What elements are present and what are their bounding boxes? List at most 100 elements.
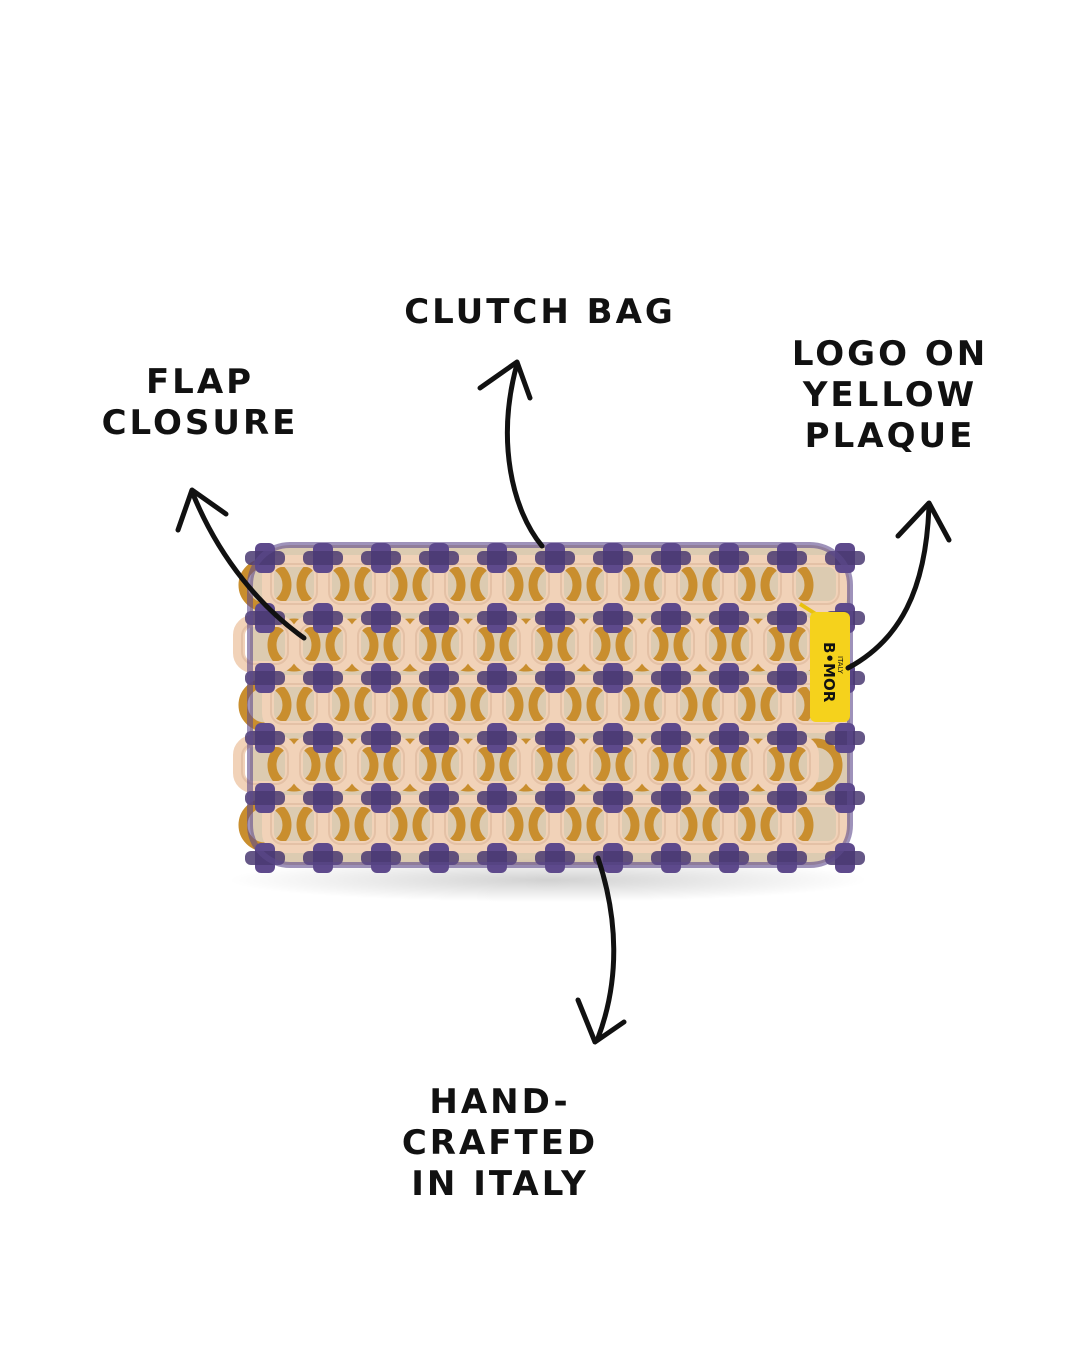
- purple-tie-horizontal: [709, 851, 749, 865]
- label-line: FLAP: [145, 362, 255, 402]
- amber-ring-link: [267, 618, 321, 672]
- beige-link-shade: [386, 563, 434, 605]
- beige-link: [784, 795, 848, 853]
- amber-ring-link: [789, 738, 843, 792]
- purple-tie-horizontal: [245, 671, 285, 685]
- purple-tie-horizontal: [535, 731, 575, 745]
- purple-tie-horizontal: [477, 731, 517, 745]
- purple-tie-horizontal: [303, 791, 343, 805]
- amber-ring-link: [557, 738, 611, 792]
- beige-link-shade: [328, 803, 376, 845]
- beige-link-shade: [560, 803, 608, 845]
- amber-ring-link: [499, 618, 553, 672]
- purple-tie-horizontal: [767, 551, 807, 565]
- beige-link-shade: [560, 683, 608, 725]
- purple-tie-horizontal: [245, 731, 285, 745]
- purple-tie-horizontal: [477, 551, 517, 565]
- purple-tie-horizontal: [303, 731, 343, 745]
- beige-link-shade: [792, 803, 840, 845]
- beige-link-shade: [270, 683, 318, 725]
- purple-tie-horizontal: [651, 731, 691, 745]
- purple-tie-horizontal: [303, 671, 343, 685]
- amber-ring-link: [673, 618, 727, 672]
- beige-link-shade: [444, 803, 492, 845]
- purple-tie-horizontal: [709, 551, 749, 565]
- plaque-origin-text: ITALY: [836, 656, 844, 675]
- purple-tie-horizontal: [303, 551, 343, 565]
- label-clutch-bag: CLUTCH BAG: [380, 292, 700, 333]
- beige-link-shade: [502, 683, 550, 725]
- beige-link-shade: [676, 683, 724, 725]
- amber-ring-link: [615, 618, 669, 672]
- beige-link-shade: [560, 563, 608, 605]
- purple-tie-horizontal: [767, 791, 807, 805]
- amber-ring-link: [383, 618, 437, 672]
- label-line: IN ITALY: [411, 1163, 589, 1204]
- purple-tie-horizontal: [593, 731, 633, 745]
- purple-tie-horizontal: [593, 551, 633, 565]
- purple-tie-horizontal: [477, 671, 517, 685]
- amber-ring-link: [267, 738, 321, 792]
- amber-ring-link: [325, 738, 379, 792]
- label-line: PLAQUE: [804, 415, 976, 456]
- purple-tie-horizontal: [767, 851, 807, 865]
- beige-link-shade: [386, 683, 434, 725]
- purple-tie-horizontal: [709, 671, 749, 685]
- beige-link-shade: [792, 563, 840, 605]
- beige-link-shade: [676, 803, 724, 845]
- arrow-flap-closure: [175, 487, 307, 641]
- arrow-logo-plaque: [845, 500, 952, 671]
- beige-link-shade: [676, 563, 724, 605]
- purple-tie-horizontal: [419, 851, 459, 865]
- purple-tie-horizontal: [709, 791, 749, 805]
- purple-tie-horizontal: [303, 851, 343, 865]
- amber-ring-link: [731, 618, 785, 672]
- purple-tie-horizontal: [361, 791, 401, 805]
- yellow-logo-plaque: B•MOR ITALY: [798, 602, 850, 722]
- label-line: LOGO ON: [791, 334, 989, 374]
- purple-tie-horizontal: [651, 791, 691, 805]
- purple-tie-horizontal: [825, 731, 865, 745]
- amber-ring-link: [673, 738, 727, 792]
- purple-tie-horizontal: [361, 551, 401, 565]
- arrow-clutch-bag: [477, 359, 545, 549]
- label-line: CLUTCH BAG: [404, 292, 676, 332]
- amber-ring-link: [441, 618, 495, 672]
- purple-tie-horizontal: [651, 551, 691, 565]
- beige-link-shade: [328, 683, 376, 725]
- purple-tie-horizontal: [593, 671, 633, 685]
- plaque-body: [810, 612, 850, 722]
- purple-tie-horizontal: [535, 791, 575, 805]
- beige-link-shade: [444, 683, 492, 725]
- purple-tie-horizontal: [477, 851, 517, 865]
- label-line: CRAFTED: [401, 1122, 599, 1163]
- amber-ring-link: [615, 738, 669, 792]
- purple-tie-horizontal: [419, 791, 459, 805]
- purple-tie-horizontal: [477, 611, 517, 625]
- label-handcrafted-italy: HAND- CRAFTED IN ITALY: [370, 1082, 630, 1204]
- amber-ring-link: [557, 618, 611, 672]
- purple-tie-horizontal: [535, 611, 575, 625]
- purple-tie-horizontal: [709, 611, 749, 625]
- label-line: HAND-: [429, 1082, 571, 1122]
- beige-link-shade: [270, 563, 318, 605]
- amber-ring-link: [383, 738, 437, 792]
- purple-tie-horizontal: [419, 551, 459, 565]
- label-line: CLOSURE: [101, 402, 299, 443]
- purple-tie-horizontal: [767, 731, 807, 745]
- purple-tie-horizontal: [477, 791, 517, 805]
- purple-tie-horizontal: [535, 671, 575, 685]
- purple-tie-horizontal: [593, 611, 633, 625]
- purple-tie-horizontal: [361, 611, 401, 625]
- amber-ring-link: [731, 738, 785, 792]
- beige-link-shade: [502, 803, 550, 845]
- purple-tie-horizontal: [419, 611, 459, 625]
- purple-tie-horizontal: [709, 731, 749, 745]
- beige-link-shade: [270, 803, 318, 845]
- beige-link-shade: [502, 563, 550, 605]
- amber-ring-link: [325, 618, 379, 672]
- beige-link-shade: [734, 563, 782, 605]
- purple-tie-horizontal: [651, 611, 691, 625]
- clutch-bag: [233, 542, 865, 873]
- beige-link-shade: [618, 803, 666, 845]
